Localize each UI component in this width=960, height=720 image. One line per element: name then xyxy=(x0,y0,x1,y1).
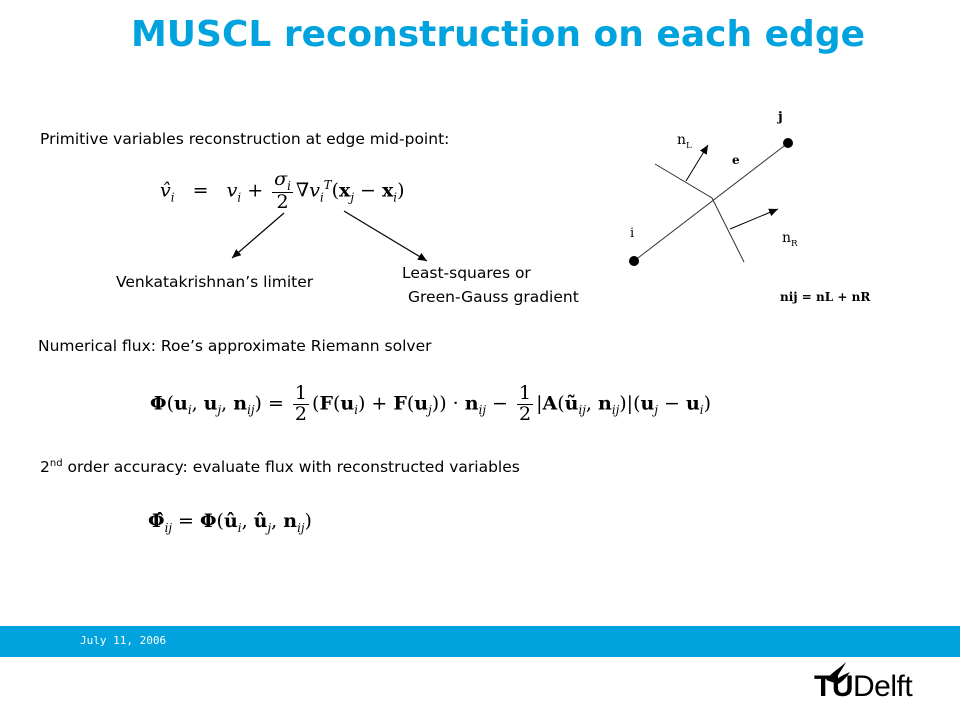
reconstructed-flux-formula: Φ̂ij = Φ(ûi, ûj, nij) xyxy=(148,510,312,535)
normal-left-subscript: L xyxy=(686,140,692,151)
footer-date: July 11, 2006 xyxy=(80,634,167,647)
logo-delft: Delft xyxy=(853,670,913,703)
accuracy-order: 2 xyxy=(40,458,50,477)
accuracy-text: order accuracy: evaluate flux with recon… xyxy=(67,458,520,477)
node-i-label: i xyxy=(630,226,635,241)
footer-band: July 11, 2006 xyxy=(0,626,960,657)
normal-left-arrow xyxy=(685,144,709,182)
limiter-label: Venkatakrishnan’s limiter xyxy=(116,273,314,291)
normal-right-subscript: R xyxy=(791,238,798,249)
normal-sum-formula: nij = nL + nR xyxy=(780,290,871,304)
edge-line xyxy=(633,142,789,262)
numerical-flux-intro: Numerical flux: Roe’s approximate Rieman… xyxy=(38,337,432,355)
gradient-label-line1: Least-squares or xyxy=(402,264,531,282)
edge-label: e xyxy=(732,153,740,167)
gradient-arrow xyxy=(343,210,428,262)
gradient-label-line2: Green-Gauss gradient xyxy=(408,288,579,306)
flame-icon xyxy=(826,662,850,684)
limiter-arrow xyxy=(231,212,285,259)
dual-face-boundary xyxy=(654,163,745,263)
normal-right-symbol: n xyxy=(782,230,792,246)
normal-left-label: nL xyxy=(677,132,692,151)
node-j-label: j xyxy=(778,110,783,125)
slide-title: MUSCL reconstruction on each edge xyxy=(130,14,866,55)
normal-left-symbol: n xyxy=(677,132,687,148)
node-j-dot xyxy=(783,138,793,148)
normal-right-arrow xyxy=(729,208,779,230)
accuracy-order-suffix: nd xyxy=(49,458,63,469)
normal-right-label: nR xyxy=(782,230,798,249)
accuracy-statement: 2nd order accuracy: evaluate flux with r… xyxy=(40,458,520,476)
logo-tu: TU xyxy=(814,670,854,703)
node-i-dot xyxy=(629,256,639,266)
tudelft-logo: TUDelft xyxy=(814,670,913,704)
reconstruction-intro: Primitive variables reconstruction at ed… xyxy=(40,130,450,148)
